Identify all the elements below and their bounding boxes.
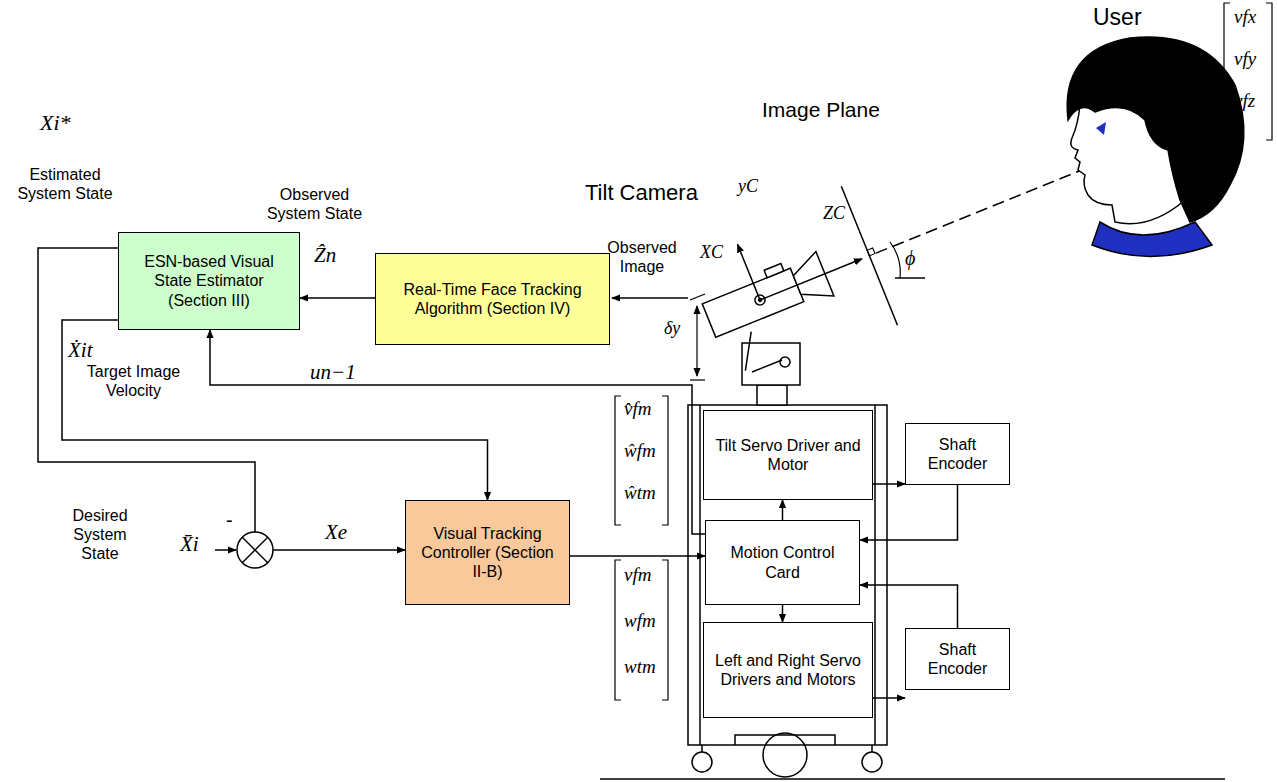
signal-connector (860, 585, 958, 628)
node-controller: Visual Tracking Controller (Section II-B… (405, 500, 570, 605)
vector-entry: v̂fm (624, 398, 651, 421)
sign-label: - (226, 508, 233, 532)
math-symbol: Ẑn (314, 243, 336, 268)
observed-image-wire (612, 297, 688, 299)
part-name: Image Plane (762, 97, 880, 122)
signal-connector (782, 500, 784, 520)
math-symbol: un−1 (310, 360, 356, 385)
signal-connector (860, 485, 958, 540)
vector-brackets (615, 3, 1272, 700)
ground-line (600, 778, 1225, 780)
node-motion-card: Motion Control Card (705, 520, 860, 605)
robot-body (688, 405, 887, 777)
node-text: Motion Control Card (712, 543, 853, 581)
signal-label: Target Image Velocity (86, 362, 181, 400)
state-label: Desired System State (56, 506, 144, 564)
dimension-delta-y (690, 294, 705, 380)
signal-connector (873, 483, 905, 485)
part-name: User (1093, 4, 1142, 32)
node-text: Shaft Encoder (912, 640, 1003, 678)
math-symbol: X̄i (180, 532, 199, 557)
vector-entry: vfm (624, 564, 651, 587)
vector-entry: ŵfm (624, 440, 656, 463)
node-text: Visual Tracking Controller (Section II-B… (412, 524, 563, 582)
signal-connector (570, 555, 705, 557)
state-label: Estimated System State (5, 165, 125, 203)
dimension-label: δy (664, 318, 680, 340)
signal-connector (38, 248, 405, 550)
summing-junction (237, 532, 273, 568)
signal-label: Observed Image (596, 238, 688, 276)
node-text: Tilt Servo Driver and Motor (710, 436, 866, 474)
vector-entry: wtm (624, 656, 656, 679)
desired-state-wire (215, 549, 236, 551)
node-text: Shaft Encoder (912, 435, 1003, 473)
node-tilt-servo: Tilt Servo Driver and Motor (703, 410, 873, 500)
node-encoder: Shaft Encoder (905, 628, 1010, 690)
vector-entry: ŵtm (624, 482, 656, 505)
vector-entry: wfm (624, 610, 656, 633)
state-label: Observed System State (252, 185, 377, 223)
math-symbol: Xi* (40, 110, 71, 136)
node-drive-servo: Left and Right Servo Drivers and Motors (703, 622, 873, 718)
pan-mount (742, 343, 800, 405)
signal-connector (62, 320, 488, 500)
vector-entry: vfy (1234, 48, 1256, 71)
user-head (1067, 37, 1244, 257)
signal-connector (873, 697, 905, 699)
node-encoder: Shaft Encoder (905, 423, 1010, 485)
axis-label: ZC (823, 203, 845, 225)
node-text: Real-Time Face Tracking Algorithm (Secti… (382, 280, 603, 318)
node-text: Left and Right Servo Drivers and Motors (710, 651, 866, 689)
part-name: Tilt Camera (585, 180, 698, 206)
axis-label: XC (700, 242, 723, 264)
node-text: ESN-based Visual State Estimator (Sectio… (125, 252, 293, 310)
math-symbol: Xe (325, 520, 347, 545)
axis-label: yC (738, 176, 758, 198)
node-face-tracker: Real-Time Face Tracking Algorithm (Secti… (375, 253, 610, 345)
angle-label: ϕ (905, 246, 915, 270)
signal-connector (300, 297, 375, 299)
node-estimator: ESN-based Visual State Estimator (Sectio… (118, 232, 300, 330)
vector-entry: vfx (1234, 6, 1256, 29)
vector-entry: vfz (1234, 90, 1255, 113)
math-symbol: Ẋit (68, 338, 93, 363)
signal-connector (782, 605, 784, 622)
